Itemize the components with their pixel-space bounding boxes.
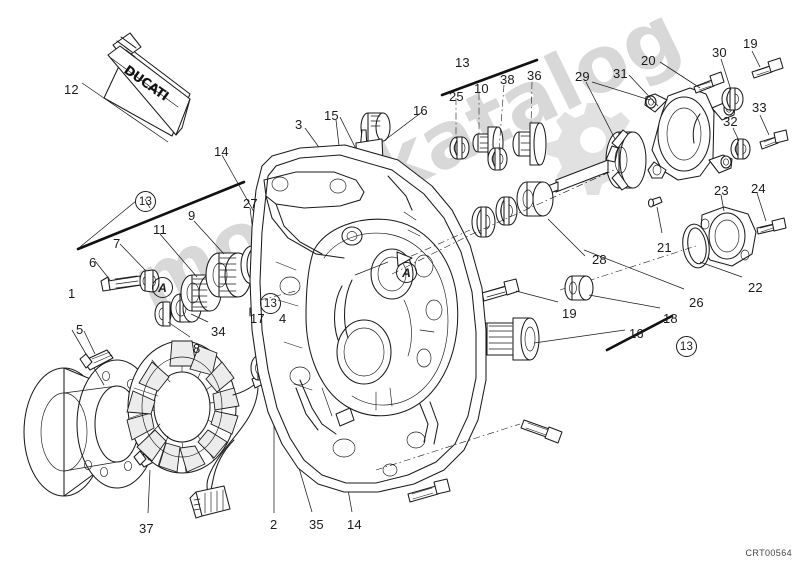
part-32-washer [730, 127, 751, 160]
callout-19-top: 19 [743, 36, 758, 51]
callout-A-center: A [396, 262, 417, 283]
callout-19-right: 19 [562, 306, 577, 321]
callout-16-right: 16 [629, 326, 644, 341]
callout-6: 6 [89, 255, 97, 270]
callout-14-lower: 14 [347, 517, 362, 532]
callout-16-top: 16 [413, 103, 428, 118]
bracket-line-13-left [76, 180, 246, 251]
callout-8: 8 [193, 341, 201, 356]
part-19-bolt-top [751, 50, 784, 79]
part-16-plug [478, 317, 626, 361]
part-33-bolt [759, 114, 789, 150]
callout-11: 11 [153, 222, 167, 237]
callout-2: 2 [270, 517, 278, 532]
callout-7: 7 [113, 236, 121, 251]
callout-35: 35 [309, 517, 324, 532]
callout-12: 12 [64, 82, 79, 97]
part-20-bolt [659, 61, 725, 94]
callout-14-upper: 14 [214, 144, 229, 159]
callout-3: 3 [295, 117, 303, 132]
axis-line-center [397, 229, 471, 263]
callout-27: 27 [243, 196, 258, 211]
callout-38: 38 [500, 72, 515, 87]
callout-10: 10 [474, 81, 489, 96]
callout-20: 20 [641, 53, 656, 68]
callout-4: 4 [279, 311, 287, 326]
callout-9: 9 [188, 208, 196, 223]
part-31-pump-housing [591, 74, 736, 234]
callout-25: 25 [449, 89, 464, 104]
part-bolt-bottom [375, 423, 521, 503]
axis-line-outlet [559, 245, 697, 291]
callout-33: 33 [752, 100, 767, 115]
part-36-bolt [512, 81, 547, 166]
callout-36: 36 [527, 68, 542, 83]
part-main-crankcase-cover [249, 144, 487, 493]
leader-A [354, 261, 389, 276]
part-bolt-lower-right [520, 419, 563, 444]
callout-13-mid: 13 [260, 293, 281, 314]
callout-24: 24 [751, 181, 766, 196]
callout-26: 26 [689, 295, 704, 310]
callout-28: 28 [592, 252, 607, 267]
part-30-washer [720, 58, 744, 111]
callout-31: 31 [613, 66, 628, 81]
callout-23: 23 [714, 183, 729, 198]
part-6-bolt [94, 260, 142, 292]
callout-32: 32 [723, 114, 738, 129]
part-38-washer [487, 84, 508, 171]
callout-13-left: 13 [135, 191, 156, 212]
callout-29: 29 [575, 69, 590, 84]
bracket-line-13-top [440, 58, 539, 97]
bracket-line-13-right [605, 314, 674, 352]
callout-5: 5 [76, 322, 84, 337]
part-25-washer [449, 98, 470, 160]
callout-13-top: 13 [455, 55, 470, 70]
part-8-seal [154, 301, 191, 338]
callout-1: 1 [68, 286, 76, 301]
part-23-outlet-flange [699, 194, 757, 267]
part-18-bush [564, 275, 661, 309]
drawing-code: CRT00564 [745, 548, 792, 558]
callout-22: 22 [748, 280, 763, 295]
part-19-bolt-right [481, 278, 559, 303]
part-2-stator [126, 340, 275, 519]
callout-37: 37 [139, 521, 154, 536]
callout-13-right: 13 [676, 336, 697, 357]
callout-21: 21 [657, 240, 672, 255]
callout-A-left: A [152, 277, 173, 298]
callout-30: 30 [712, 45, 727, 60]
part-24-bolt [756, 192, 787, 235]
callout-17: 17 [250, 311, 265, 326]
callout-34: 34 [211, 324, 226, 339]
part-28-pump-shaft [469, 159, 615, 257]
callout-18: 18 [663, 311, 678, 326]
leader-26 [583, 249, 685, 290]
part-12-sealant-tube: DUCATI [81, 32, 191, 143]
part-5-rotor-screw-upper [79, 330, 114, 371]
callout-15: 15 [324, 108, 339, 123]
part-29-impeller [585, 81, 647, 191]
